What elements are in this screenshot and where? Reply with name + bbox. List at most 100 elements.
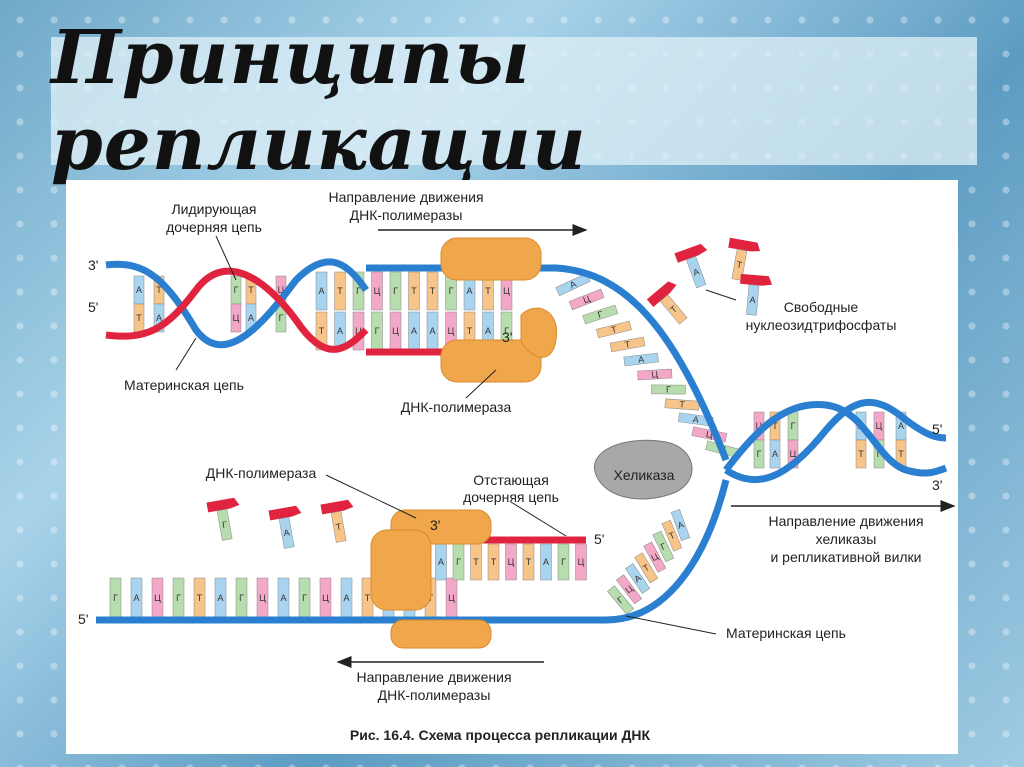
base-nucleotide: А xyxy=(670,509,691,541)
svg-text:Г: Г xyxy=(757,449,762,459)
base-nucleotide: Т xyxy=(470,543,482,581)
svg-text:А: А xyxy=(676,519,685,530)
end-right-5: 5' xyxy=(932,421,942,437)
base-nucleotide: Ц xyxy=(873,411,885,441)
label-leading-strand-1: Лидирующая xyxy=(171,201,256,217)
label-helicase-direction-1: Направление движения xyxy=(768,513,923,529)
svg-text:Ц: Ц xyxy=(392,326,399,336)
free-nucleotide: А xyxy=(674,243,708,289)
base-nucleotide: Ц xyxy=(568,288,605,311)
svg-text:А: А xyxy=(280,593,286,603)
svg-text:Г: Г xyxy=(221,519,228,530)
base-nucleotide: Г xyxy=(389,271,402,311)
svg-text:Т: Т xyxy=(641,562,651,574)
base-nucleotide: Ц xyxy=(643,541,667,573)
svg-text:Т: Т xyxy=(898,449,904,459)
base-nucleotide: А xyxy=(214,577,227,619)
svg-text:Ц: Ц xyxy=(651,369,659,379)
svg-text:Г: Г xyxy=(877,449,882,459)
dna-polymerase-bottom xyxy=(370,509,492,649)
base-nucleotide: Г xyxy=(582,304,619,325)
svg-text:Т: Т xyxy=(772,421,778,431)
svg-text:Г: Г xyxy=(659,541,668,552)
svg-text:Г: Г xyxy=(393,286,398,296)
svg-text:Т: Т xyxy=(526,557,532,567)
base-nucleotide: Г xyxy=(109,577,122,619)
end-polymerase-top-3: 3' xyxy=(502,329,512,345)
end-top-left-3: 3' xyxy=(88,257,98,273)
svg-text:Г: Г xyxy=(176,593,181,603)
svg-text:Ц: Ц xyxy=(259,593,266,603)
label-polymerase-direction-top-1: Направление движения xyxy=(328,189,483,205)
svg-text:Т: Т xyxy=(136,313,142,323)
label-polymerase-top: ДНК-полимераза xyxy=(401,399,512,415)
base-nucleotide: Ц xyxy=(256,577,269,619)
base-nucleotide: А xyxy=(625,563,651,594)
svg-text:Ц: Ц xyxy=(790,449,797,459)
svg-text:Т: Т xyxy=(667,530,676,542)
svg-text:А: А xyxy=(692,266,701,277)
svg-text:А: А xyxy=(429,326,435,336)
svg-text:А: А xyxy=(283,527,291,538)
base-nucleotide: Г xyxy=(230,275,242,305)
svg-text:А: А xyxy=(248,313,254,323)
base-nucleotide: Т xyxy=(193,577,206,619)
base-nucleotide: А xyxy=(133,275,145,305)
svg-text:Г: Г xyxy=(504,326,509,336)
base-nucleotide: Т xyxy=(408,271,420,311)
svg-text:Т: Т xyxy=(248,285,254,295)
base-nucleotide: Ц xyxy=(151,577,164,619)
label-lagging-strand-2: дочерняя цепь xyxy=(463,489,559,505)
page-title: Принципы репликации xyxy=(51,15,587,187)
base-nucleotide: Г xyxy=(652,530,675,563)
svg-text:Ц: Ц xyxy=(448,593,455,603)
helicase-label: Хеликаза xyxy=(614,467,675,483)
svg-text:А: А xyxy=(318,286,324,296)
base-nucleotide: А xyxy=(426,311,439,351)
free-nucleotide: А xyxy=(740,273,773,316)
svg-text:Т: Т xyxy=(411,286,417,296)
label-helicase-direction-2: хеликазы xyxy=(816,531,877,547)
free-nucleotide: Т xyxy=(728,237,761,281)
svg-text:Г: Г xyxy=(356,286,361,296)
svg-text:А: А xyxy=(438,557,444,567)
svg-text:А: А xyxy=(411,326,417,336)
svg-text:Г: Г xyxy=(234,285,239,295)
base-nucleotide: Ц xyxy=(505,543,517,581)
end-polymerase-bottom-3: 3' xyxy=(430,517,440,533)
base-nucleotide: Ц xyxy=(616,574,643,605)
base-nucleotide: Ц xyxy=(445,577,458,619)
base-nucleotide: Ц xyxy=(319,577,332,619)
svg-text:Ц: Ц xyxy=(355,326,362,336)
end-bottom-left-5: 5' xyxy=(78,611,88,627)
top-maternal-strand xyxy=(366,264,730,462)
svg-text:Г: Г xyxy=(561,557,566,567)
svg-text:Т: Т xyxy=(197,593,203,603)
end-right-3: 3' xyxy=(932,477,942,493)
free-nucleotide: А xyxy=(268,505,302,549)
label-polymerase-left: ДНК-полимераза xyxy=(206,465,317,481)
label-maternal-strand-bottom: Материнская цепь xyxy=(726,625,846,641)
dna-polymerase-top xyxy=(440,237,558,383)
base-nucleotide: А xyxy=(435,543,447,581)
svg-text:Ц: Ц xyxy=(322,593,329,603)
svg-text:А: А xyxy=(156,313,162,323)
svg-text:А: А xyxy=(749,295,756,305)
svg-text:Ц: Ц xyxy=(756,421,763,431)
base-nucleotide: Г xyxy=(452,543,465,581)
base-nucleotide: Г xyxy=(787,411,799,441)
svg-text:Ц: Ц xyxy=(503,286,510,296)
bottom-maternal-strand xyxy=(96,479,730,624)
svg-text:Т: Т xyxy=(473,557,479,567)
svg-text:А: А xyxy=(136,285,142,295)
svg-text:А: А xyxy=(543,557,549,567)
svg-text:А: А xyxy=(638,354,645,365)
base-nucleotide: Т xyxy=(133,303,145,333)
svg-text:Т: Т xyxy=(430,286,436,296)
label-maternal-strand-top: Материнская цепь xyxy=(124,377,244,393)
base-nucleotide: Г xyxy=(235,577,248,619)
svg-text:А: А xyxy=(466,286,472,296)
lagging-strand-bases: ААГТТЦТАГЦ xyxy=(417,543,587,581)
